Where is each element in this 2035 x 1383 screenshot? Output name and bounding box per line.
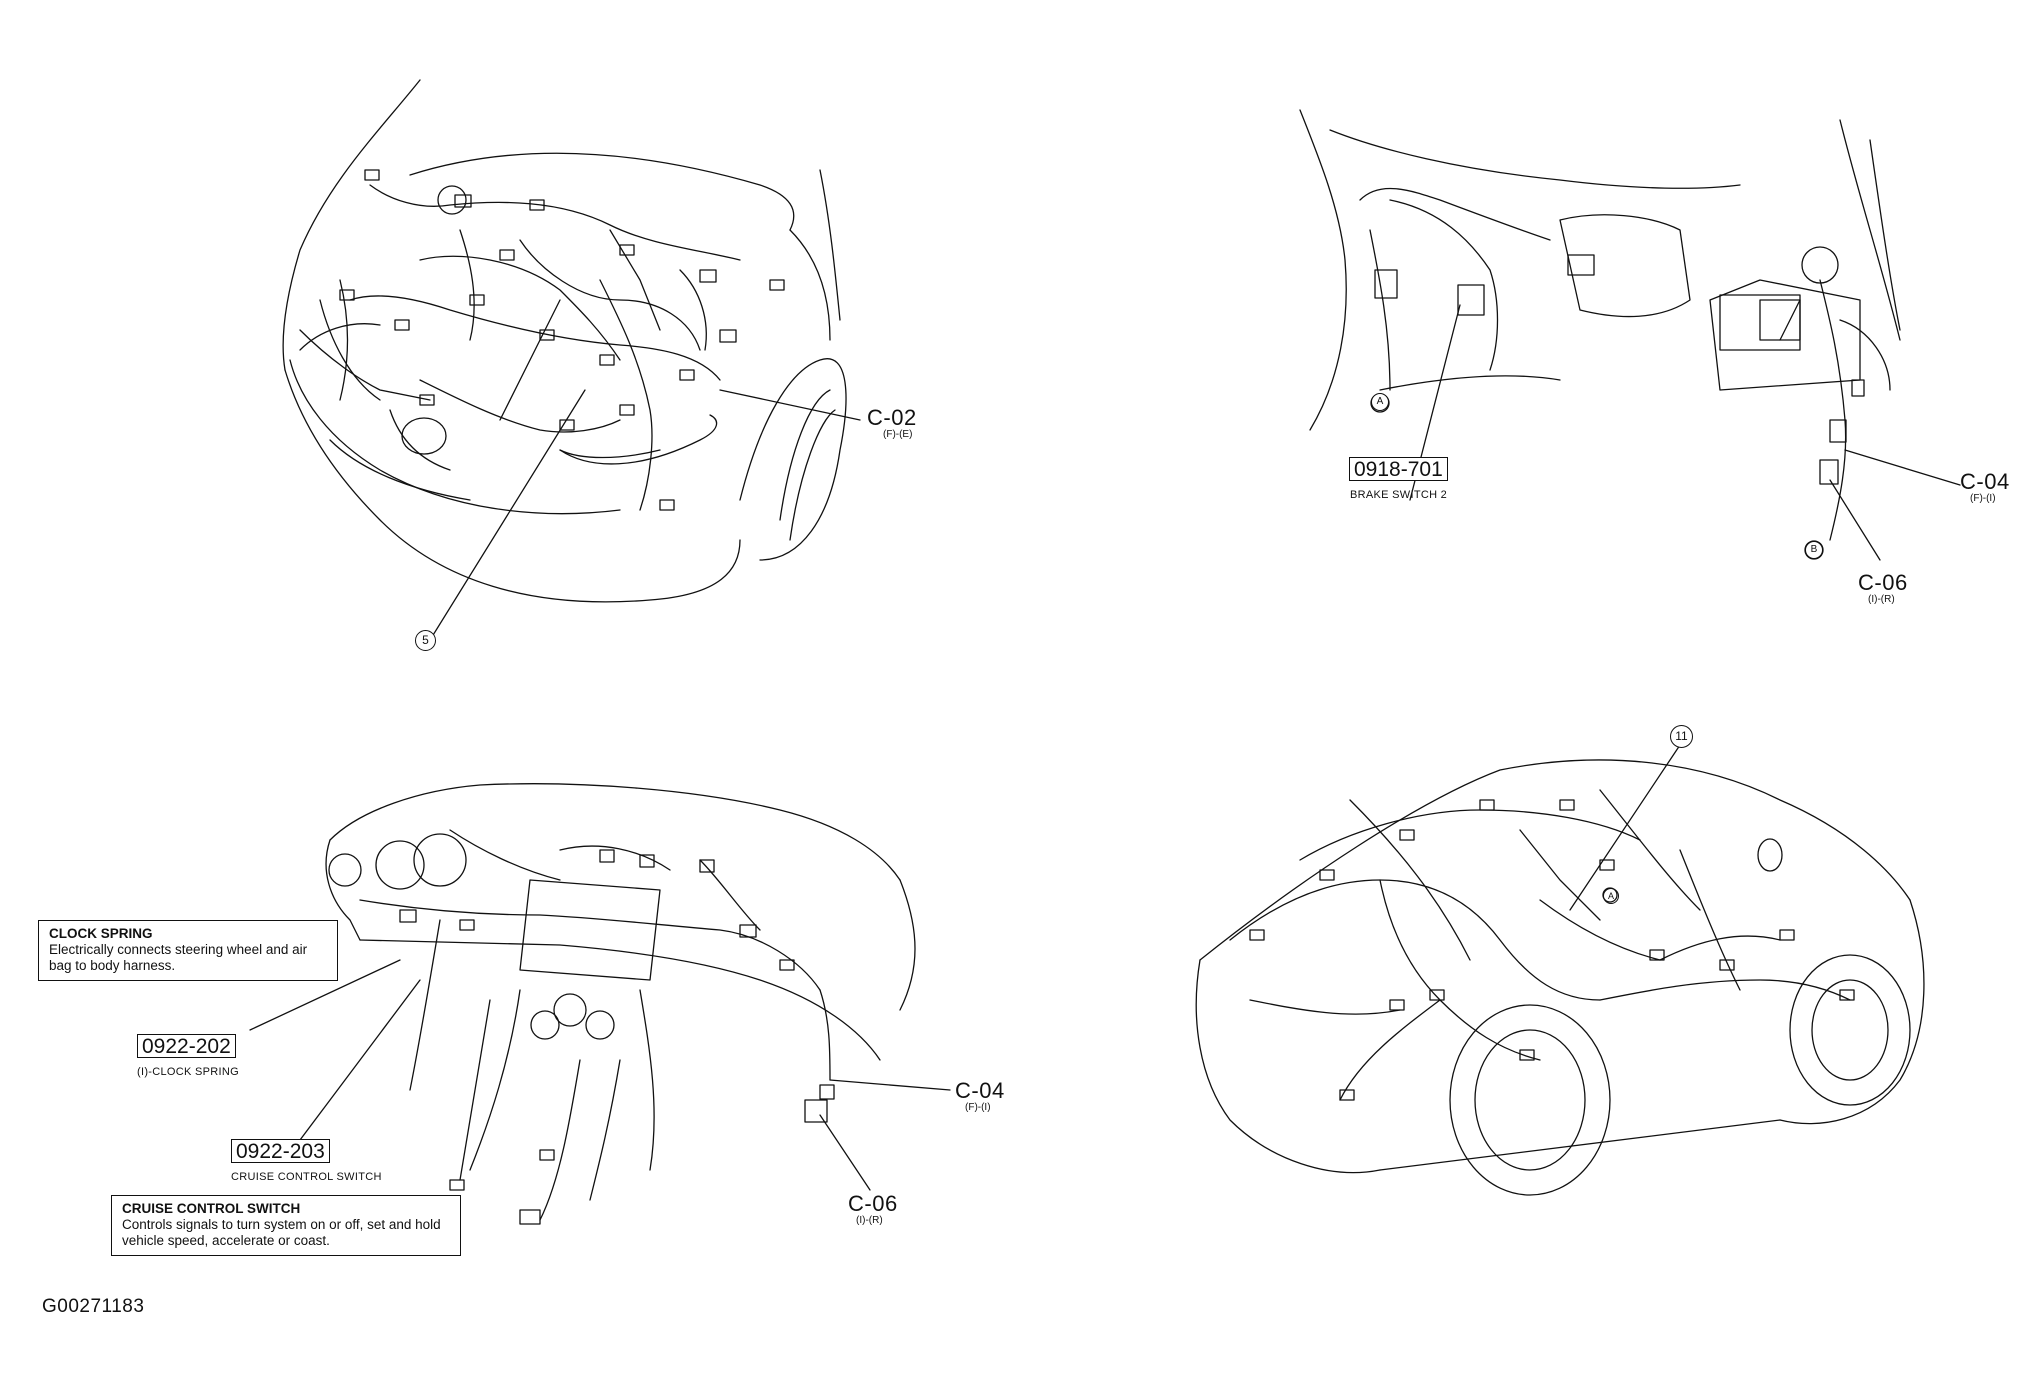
connector-c04-label-top: C-04 (F)-(I) — [1960, 469, 2010, 505]
clock-spring-note-title: CLOCK SPRING — [49, 926, 153, 941]
cruise-control-note-body: Controls signals to turn system on or of… — [122, 1217, 441, 1248]
connector-c04-label-bottom: C-04 (F)-(I) — [955, 1078, 1005, 1114]
connector-c02-sub: (F)-(E) — [883, 429, 913, 440]
marker-a-vehicle: A — [1603, 888, 1619, 904]
clock-spring-code: 0922-202 — [137, 1034, 236, 1058]
connector-c06-label-bottom: C-06 (I)-(R) — [848, 1191, 898, 1227]
clock-spring-name: (I)-CLOCK SPRING — [137, 1066, 239, 1078]
callout-number-11: 11 — [1670, 725, 1693, 748]
marker-a-kick-panel: A — [1371, 393, 1389, 411]
full-vehicle-view — [1195, 744, 1925, 1196]
cruise-control-note-title: CRUISE CONTROL SWITCH — [122, 1201, 301, 1216]
marker-b-kick-panel: B — [1805, 541, 1823, 559]
connector-c02-label: C-02 (F)-(E) — [867, 405, 917, 441]
cruise-switch-code: 0922-203 — [231, 1139, 330, 1163]
connector-c04-code-top: C-04 — [1960, 469, 2010, 494]
connector-c06-sub-bottom: (I)-(R) — [856, 1215, 883, 1226]
connector-c06-code-top: C-06 — [1858, 570, 1908, 595]
figure-id: G00271183 — [42, 1296, 145, 1317]
engine-bay-view — [282, 79, 861, 641]
connector-c06-label-top: C-06 (I)-(R) — [1858, 570, 1908, 606]
interior-kick-panel-view — [1299, 109, 1961, 561]
connector-c04-sub-bottom: (F)-(I) — [965, 1102, 991, 1113]
dashboard-view — [249, 783, 951, 1225]
brake-switch-name: BRAKE SWITCH 2 — [1350, 489, 1448, 501]
callout-number-5: 5 — [415, 630, 436, 651]
brake-switch-code: 0918-701 — [1349, 457, 1448, 481]
cruise-switch-name: CRUISE CONTROL SWITCH — [231, 1171, 382, 1183]
connector-c06-code-bottom: C-06 — [848, 1191, 898, 1216]
clock-spring-note-body: Electrically connects steering wheel and… — [49, 942, 308, 973]
cruise-control-note: CRUISE CONTROL SWITCH Controls signals t… — [111, 1195, 461, 1256]
connector-c04-sub-top: (F)-(I) — [1970, 493, 1996, 504]
connector-c04-code-bottom: C-04 — [955, 1078, 1005, 1103]
connector-c02-code: C-02 — [867, 405, 917, 430]
clock-spring-note: CLOCK SPRING Electrically connects steer… — [38, 920, 338, 981]
connector-c06-sub-top: (I)-(R) — [1868, 594, 1895, 605]
